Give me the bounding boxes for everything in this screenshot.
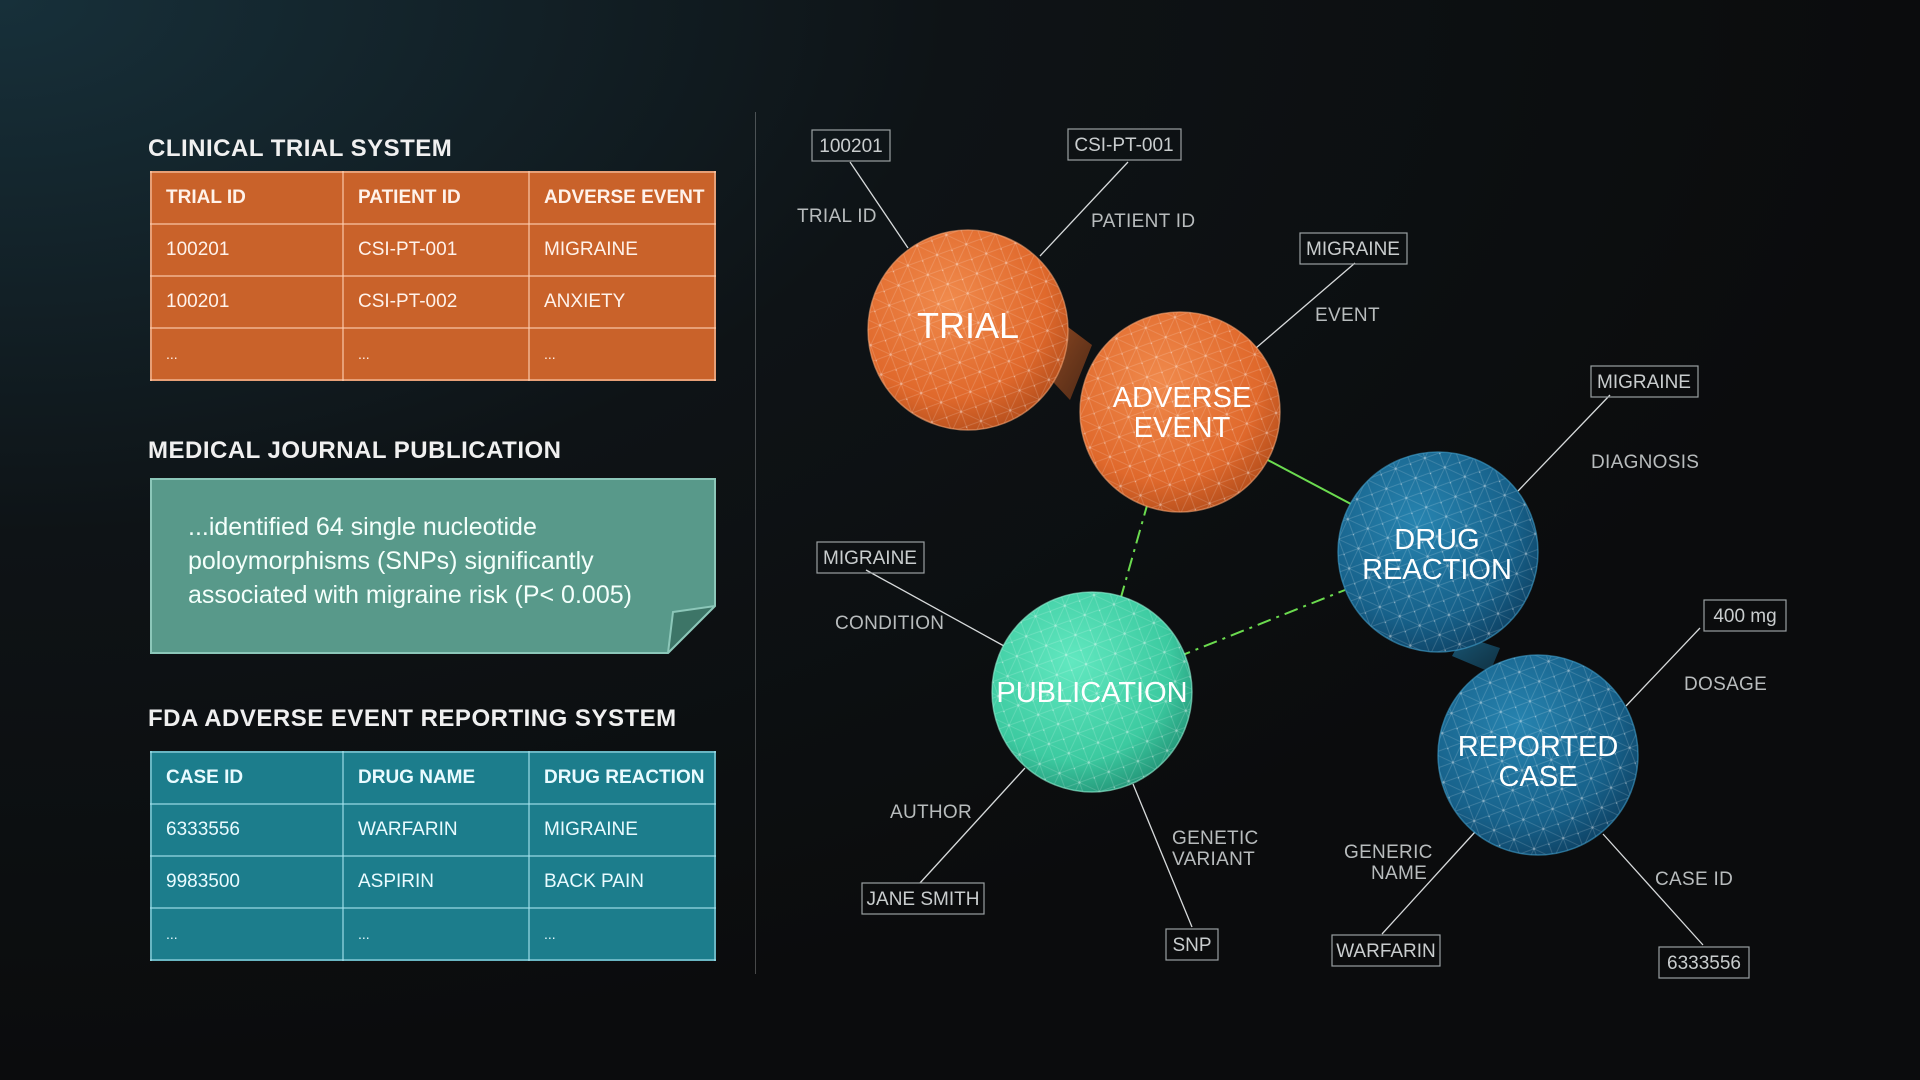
value-box-author: JANE SMITH [861,882,985,915]
table-cell: ASPIRIN [342,855,530,909]
clinical-trial-table: TRIAL ID PATIENT ID ADVERSE EVENT 100201… [150,171,716,381]
value-text: 400 mg [1713,606,1776,627]
patient-id-label: PATIENT ID [1091,211,1195,232]
value-box-genetic-variant: SNP [1165,928,1219,961]
reported-case-node-label-2: CASE [1499,761,1578,793]
publication-node[interactable]: PUBLICATION [991,591,1193,793]
table-cell: MIGRAINE [528,223,716,277]
diagnosis-connector [1517,394,1611,492]
value-text: MIGRAINE [1306,239,1400,260]
table-cell: ... [150,327,344,381]
dosage-label: DOSAGE [1684,674,1767,695]
value-text: 100201 [819,136,882,157]
value-text: MIGRAINE [823,548,917,569]
value-text: CSI-PT-001 [1074,135,1173,156]
column-header: ADVERSE EVENT [528,171,716,225]
table-row: 100201 CSI-PT-001 MIGRAINE [150,223,716,277]
table-row: ... ... ... [150,327,716,381]
table-cell: ... [150,907,344,961]
publication-node-label: PUBLICATION [996,677,1187,709]
event-label: EVENT [1315,305,1380,326]
value-box-dosage: 400 mg [1703,599,1787,632]
value-box-trial-id: 100201 [811,129,891,162]
table-row: 9983500 ASPIRIN BACK PAIN [150,855,716,909]
table-cell: CSI-PT-002 [342,275,530,329]
publication-title: MEDICAL JOURNAL PUBLICATION [148,437,562,464]
table-header-row: CASE ID DRUG NAME DRUG REACTION [150,751,716,805]
value-box-condition: MIGRAINE [816,541,925,574]
event-connector [1255,262,1356,349]
author-connector [919,767,1026,884]
property-connectors [849,161,1704,946]
reported-case-node-label-1: REPORTED [1458,731,1619,763]
column-header: DRUG REACTION [528,751,716,805]
table-row: ... ... ... [150,907,716,961]
adverse-event-node-label-1: ADVERSE [1113,382,1252,414]
table-cell: BACK PAIN [528,855,716,909]
generic-name-label-2: NAME [1371,863,1427,884]
publication-note: ...identified 64 single nucleotide poloy… [150,478,716,654]
table-cell: 9983500 [150,855,344,909]
column-header: TRIAL ID [150,171,344,225]
genetic-variant-label-1: GENETIC [1172,828,1259,849]
table-row: 100201 CSI-PT-002 ANXIETY [150,275,716,329]
table-cell: WARFARIN [342,803,530,857]
table-cell: ... [342,907,530,961]
generic-name-connector [1381,831,1476,935]
table-cell: MIGRAINE [528,803,716,857]
adverse-event-node[interactable]: ADVERSE EVENT [1079,311,1281,513]
table-cell: 100201 [150,275,344,329]
trial-node-label: TRIAL [917,305,1019,346]
drug-reaction-node-label-2: REACTION [1362,554,1512,586]
table-cell: ... [342,327,530,381]
panel-divider [755,112,756,974]
diagnosis-label: DIAGNOSIS [1591,452,1699,473]
case-id-label: CASE ID [1655,869,1733,890]
value-text: 6333556 [1667,953,1741,974]
value-box-case-id: 6333556 [1658,946,1750,979]
trial-id-label: TRIAL ID [797,206,877,227]
value-text: MIGRAINE [1597,372,1691,393]
condition-label: CONDITION [835,613,944,634]
genetic-variant-connector [1132,783,1193,928]
column-header: PATIENT ID [342,171,530,225]
table-cell: 100201 [150,223,344,277]
patient-id-connector [1039,161,1129,257]
trial-node[interactable]: TRIAL [867,229,1069,431]
table-header-row: TRIAL ID PATIENT ID ADVERSE EVENT [150,171,716,225]
genetic-variant-label-2: VARIANT [1172,849,1255,870]
table-row: 6333556 WARFARIN MIGRAINE [150,803,716,857]
value-box-generic-name: WARFARIN [1331,934,1441,967]
table-cell: CSI-PT-001 [342,223,530,277]
condition-connector [865,569,1005,647]
value-box-event: MIGRAINE [1299,232,1408,265]
column-header: CASE ID [150,751,344,805]
table-cell: 6333556 [150,803,344,857]
table-cell: ANXIETY [528,275,716,329]
column-header: DRUG NAME [342,751,530,805]
value-text: SNP [1172,935,1211,956]
faers-table: CASE ID DRUG NAME DRUG REACTION 6333556 … [150,751,716,961]
table-cell: ... [528,327,716,381]
dosage-connector [1625,627,1701,707]
generic-name-label-1: GENERIC [1344,842,1433,863]
adverse-event-node-label-2: EVENT [1134,412,1231,444]
author-label: AUTHOR [890,802,972,823]
value-box-diagnosis: MIGRAINE [1590,365,1699,398]
note-shape [150,478,716,654]
clinical-trial-title: CLINICAL TRIAL SYSTEM [148,135,453,162]
reported-case-node[interactable]: REPORTED CASE [1437,654,1639,856]
drug-reaction-node-label-1: DRUG [1394,524,1479,556]
value-text: WARFARIN [1336,941,1436,962]
value-box-patient-id: CSI-PT-001 [1067,128,1182,161]
table-cell: ... [528,907,716,961]
publication-excerpt: ...identified 64 single nucleotide poloy… [188,513,632,609]
value-text: JANE SMITH [867,889,980,910]
drug-reaction-node[interactable]: DRUG REACTION [1337,451,1539,653]
trial-id-connector [849,161,909,249]
faers-title: FDA ADVERSE EVENT REPORTING SYSTEM [148,705,677,732]
case-id-connector [1602,833,1704,946]
